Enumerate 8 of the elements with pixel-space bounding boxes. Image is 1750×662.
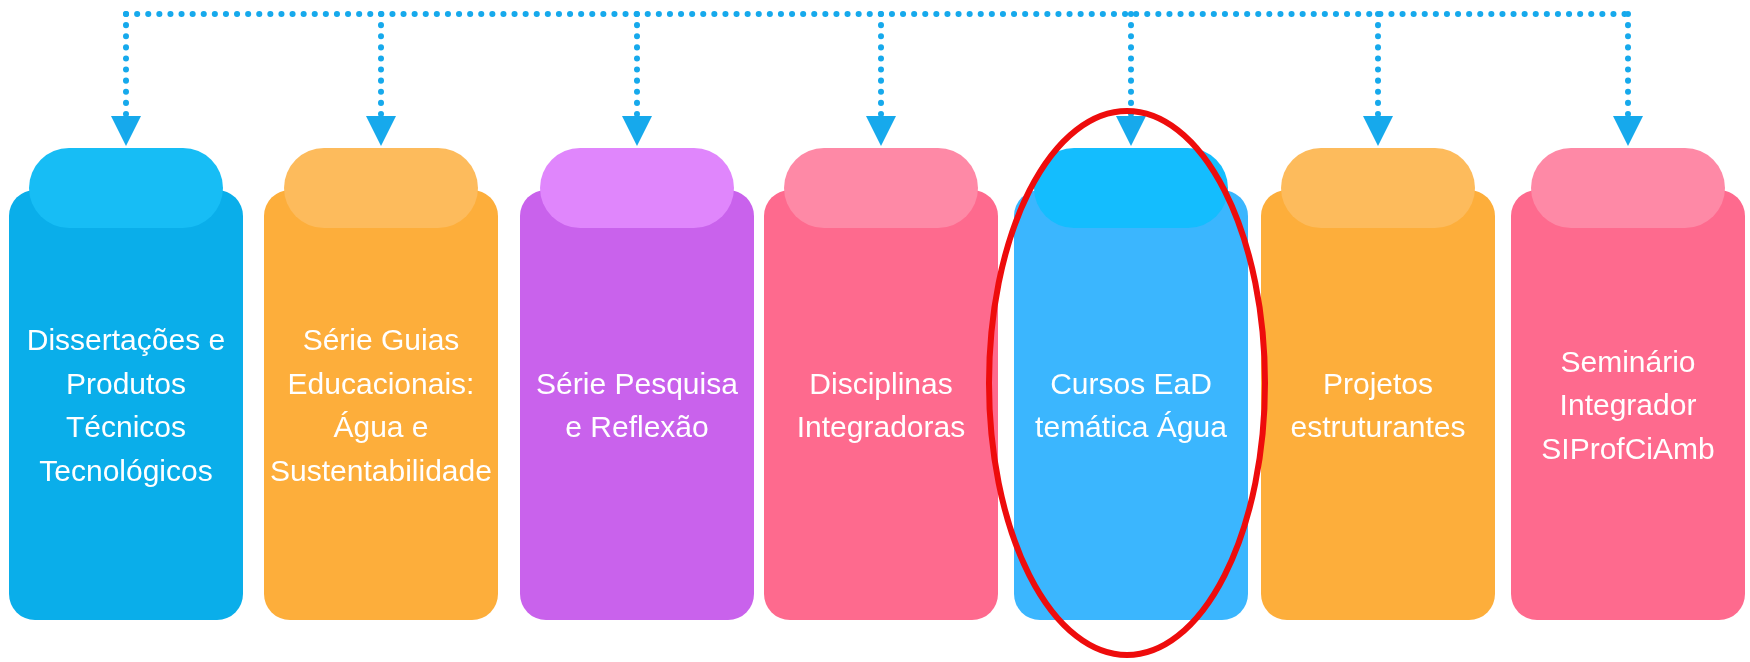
card-title: Série Pesquisa e Reflexão — [535, 365, 739, 445]
card-title: Seminário Integrador SIProfCiAmb — [1540, 343, 1716, 467]
card-title: Dissertações e Produtos Técnicos Tecnológicos — [25, 322, 227, 489]
card-title: Série Guias Educacionais: Água e Sustentabilidade — [269, 322, 493, 489]
card-title: Disciplinas Integradoras — [795, 365, 967, 445]
dotted-line — [123, 11, 1631, 17]
card-title: Projetos estruturantes — [1289, 365, 1467, 445]
card-title: Cursos EaD temática Água — [1034, 365, 1228, 445]
